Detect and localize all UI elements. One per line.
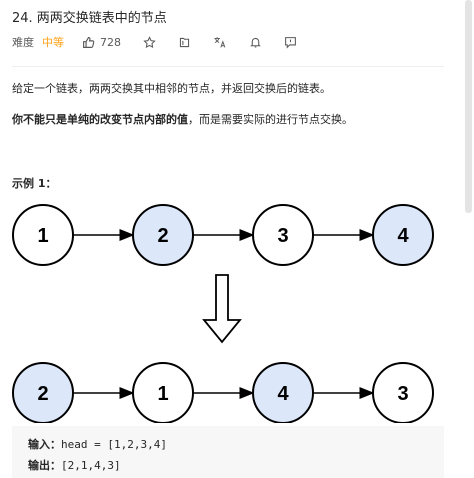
example-input-line: 输入：head = [1,2,3,4]: [28, 436, 167, 452]
input-label: 输入：: [28, 438, 61, 451]
node-value: 3: [397, 383, 408, 405]
star-icon: [143, 35, 156, 48]
list-node: 1: [132, 362, 194, 423]
share-icon: [179, 37, 190, 47]
thumbs-up-icon: [83, 36, 95, 48]
notify-button[interactable]: [249, 36, 262, 49]
list-node: 2: [132, 204, 194, 266]
node-value: 1: [37, 225, 48, 247]
translate-button[interactable]: [213, 36, 227, 49]
input-value: head = [1,2,3,4]: [61, 438, 167, 451]
list-node: 3: [372, 362, 434, 423]
example-output-line: 输出：[2,1,4,3]: [28, 457, 121, 473]
scrollbar-thumb[interactable]: [465, 0, 472, 213]
node-value: 2: [157, 225, 168, 247]
problem-meta-bar: 难度 中等 728: [12, 34, 319, 50]
swap-pairs-diagram: 1 2 3 4 2 1 4 3: [12, 204, 434, 423]
description-note-rest: ，而是需要实际的进行节点交换。: [188, 113, 353, 126]
favorite-button[interactable]: [143, 35, 156, 49]
like-count: 728: [100, 35, 121, 49]
node-value: 3: [277, 225, 288, 247]
bell-icon: [250, 37, 261, 47]
problem-title: 24. 两两交换链表中的节点: [12, 11, 167, 26]
list-node: 2: [12, 362, 74, 423]
down-arrow-icon: [202, 274, 242, 344]
list-node: 4: [252, 362, 314, 423]
output-value: [2,1,4,3]: [61, 459, 121, 472]
example-heading: 示例 1：: [12, 177, 57, 190]
list-node: 1: [12, 204, 74, 266]
like-button[interactable]: 728: [82, 36, 121, 49]
difficulty-label: 难度: [12, 36, 34, 49]
list-node: 3: [252, 204, 314, 266]
header-divider: [12, 66, 444, 67]
translate-icon: [214, 36, 226, 48]
difficulty-badge: 中等: [42, 36, 64, 49]
feedback-icon: [285, 36, 296, 49]
description-paragraph: 给定一个链表，两两交换其中相邻的节点，并返回交换后的链表。: [12, 82, 331, 95]
node-value: 2: [37, 383, 48, 405]
description-note: 你不能只是单纯的改变节点内部的值，而是需要实际的进行节点交换。: [12, 111, 353, 127]
description-note-bold: 你不能只是单纯的改变节点内部的值: [12, 113, 188, 126]
example-code-block: 输入：head = [1,2,3,4] 输出：[2,1,4,3]: [12, 426, 444, 478]
feedback-button[interactable]: [284, 36, 297, 49]
node-value: 4: [397, 225, 409, 247]
node-value: 4: [277, 383, 289, 405]
share-button[interactable]: [178, 36, 191, 49]
output-label: 输出：: [28, 459, 61, 472]
node-value: 1: [157, 383, 168, 405]
list-node: 4: [372, 204, 434, 266]
